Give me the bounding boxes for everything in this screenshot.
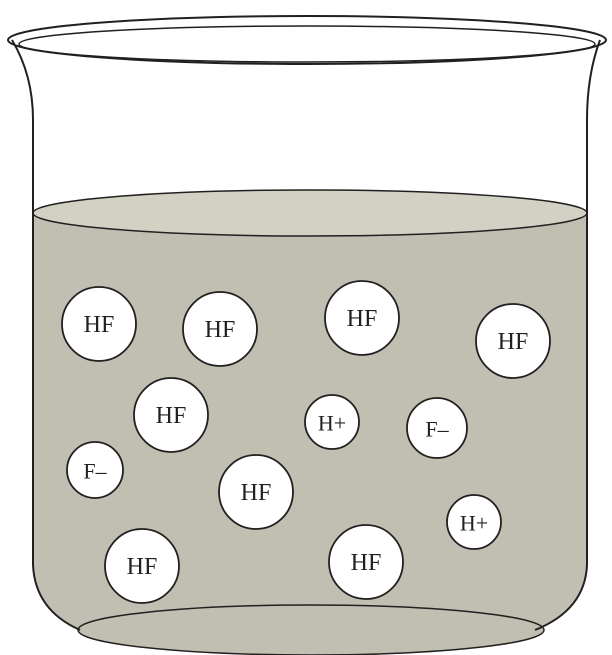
particle-label: H+ <box>460 511 488 536</box>
particle-label: HF <box>84 312 115 338</box>
particle-label: HF <box>498 329 529 355</box>
particle-label: HF <box>127 554 158 580</box>
particle-label: HF <box>351 550 382 576</box>
particle-label: HF <box>241 480 272 506</box>
particle-molecule: HF <box>105 529 179 603</box>
beaker-bottom <box>78 605 544 655</box>
particle-label: HF <box>205 317 236 343</box>
particle-cation: H+ <box>305 395 359 449</box>
particle-molecule: HF <box>325 281 399 355</box>
particle-molecule: HF <box>62 287 136 361</box>
particle-anion: F– <box>67 442 123 498</box>
beaker-rim-inner <box>19 26 595 62</box>
particle-label: H+ <box>318 411 346 436</box>
particle-molecule: HF <box>329 525 403 599</box>
particle-molecule: HF <box>476 304 550 378</box>
particle-label: F– <box>425 417 449 442</box>
particle-molecule: HF <box>183 292 257 366</box>
particle-label: HF <box>347 306 378 332</box>
particle-molecule: HF <box>134 378 208 452</box>
particle-cation: H+ <box>447 495 501 549</box>
particle-label: HF <box>156 403 187 429</box>
liquid-surface <box>33 190 587 236</box>
particle-molecule: HF <box>219 455 293 529</box>
particle-anion: F– <box>407 398 467 458</box>
particle-label: F– <box>83 459 107 484</box>
